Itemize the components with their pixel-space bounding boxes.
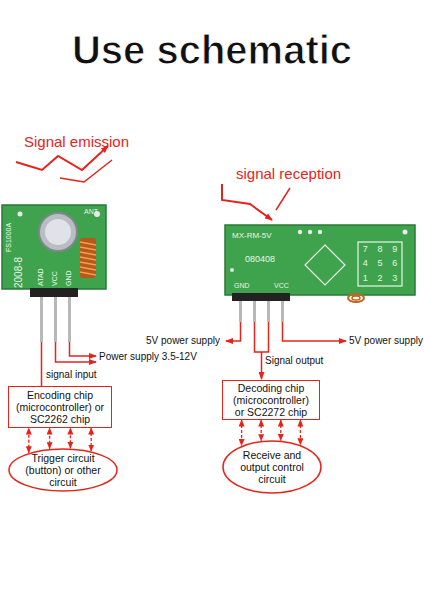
connector-line <box>300 420 301 445</box>
oval-shape <box>223 441 321 493</box>
transmitter-wires <box>42 342 97 386</box>
dashed-connector <box>29 428 91 453</box>
node-text: Receive and output control circuit <box>232 449 312 485</box>
silkscreen-text: 2008-8 <box>14 257 24 288</box>
keypad-digit: 1 <box>358 274 373 283</box>
connector-line <box>280 420 281 440</box>
keypad-digit: 7 <box>358 245 373 254</box>
node-text: Trigger circuit (button) or other circui… <box>18 452 108 488</box>
annotation-label: signal input <box>46 370 97 380</box>
connector-line <box>70 428 71 448</box>
keypad-digit: 6 <box>387 259 402 268</box>
emission-arrow <box>60 160 112 182</box>
decoding-chip-box: Decoding chip (microcontroller) or SC227… <box>222 380 320 420</box>
connector-line <box>49 428 50 449</box>
emission-arrow <box>16 146 108 170</box>
annotation-label: 5V power supply <box>349 336 423 346</box>
connector-line <box>241 420 242 446</box>
dashed-connector <box>242 420 301 446</box>
node-text: Decoding chip (microcontroller) or SC227… <box>227 382 315 418</box>
trigger-circuit-oval: Trigger circuit (button) or other circui… <box>8 448 118 492</box>
silkscreen-text: GND <box>234 282 250 289</box>
transmitter-module <box>2 205 106 342</box>
keypad-digit: 2 <box>373 274 388 283</box>
keypad-digit: 5 <box>373 259 388 268</box>
keypad-digit: 4 <box>358 259 373 268</box>
silkscreen-text: FS1000A <box>5 223 12 252</box>
diagram-title: Use schematic <box>0 28 424 72</box>
keypad-digit: 3 <box>387 274 402 283</box>
node-text-group: Trigger circuit (button) or other circui… <box>18 452 108 488</box>
annotation-label: Signal output <box>265 356 323 366</box>
annotation-label: 5V power supply <box>146 336 220 346</box>
silkscreen-text: MX-RM-5V <box>232 232 272 240</box>
silkscreen-text: VCC <box>274 282 289 289</box>
connector-line <box>91 428 92 451</box>
keypad-digit: 9 <box>387 245 402 254</box>
silkscreen-text: ATAD <box>37 268 44 286</box>
receiver-wires <box>226 322 346 379</box>
annotation-label: Signal emission <box>24 134 129 149</box>
reception-arrow <box>276 188 290 210</box>
node-text-group: Decoding chip (microcontroller) or SC227… <box>227 382 315 418</box>
annotation-label: Power supply 3.5-12V <box>99 352 197 362</box>
keypad-digit: 8 <box>373 245 388 254</box>
silkscreen-text: GND <box>65 270 72 286</box>
silkscreen-text: 080408 <box>245 255 275 264</box>
connector-line <box>261 420 262 441</box>
node-text-group: Encoding chip (microcontroller) or SC226… <box>13 389 107 425</box>
silkscreen-text: ANT <box>84 208 98 215</box>
silkscreen-text: VCC <box>51 271 58 286</box>
connector-line <box>28 428 29 453</box>
oval-shape <box>9 449 117 491</box>
encoding-chip-box: Encoding chip (microcontroller) or SC226… <box>8 386 112 428</box>
reception-arrow <box>222 184 272 220</box>
receiver-module <box>225 225 415 322</box>
annotation-label: signal reception <box>236 166 341 181</box>
output-circuit-oval: Receive and output control circuit <box>222 440 322 494</box>
node-text-group: Receive and output control circuit <box>232 449 312 485</box>
node-text: Encoding chip (microcontroller) or SC226… <box>13 389 107 425</box>
